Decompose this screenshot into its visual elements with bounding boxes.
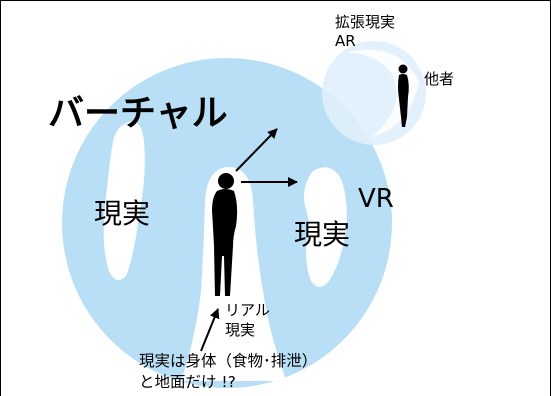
real-region-left: [103, 121, 145, 281]
other-person-figure: [398, 64, 409, 127]
label-person-line2: 現実: [225, 321, 256, 339]
person-figure: [212, 173, 238, 296]
note-line1: 現実は身体（食物･排泄）: [139, 352, 318, 370]
title-virtual: バーチャル: [48, 93, 228, 134]
note-line2: と地面だけ !?: [139, 373, 236, 391]
note-arrow: [200, 308, 220, 352]
real-region-center: [181, 166, 286, 381]
label-vr: VR: [358, 184, 394, 214]
real-region-right: [304, 167, 347, 287]
label-person-line1: リアル: [225, 301, 270, 319]
gaze-arrow-up: [235, 128, 278, 172]
label-real-left: 現実: [94, 197, 151, 230]
label-real-right: 現実: [294, 218, 351, 251]
label-other-person: 他者: [424, 70, 455, 88]
label-ar-english: AR: [335, 32, 356, 50]
label-ar-japanese: 拡張現実: [335, 13, 396, 31]
